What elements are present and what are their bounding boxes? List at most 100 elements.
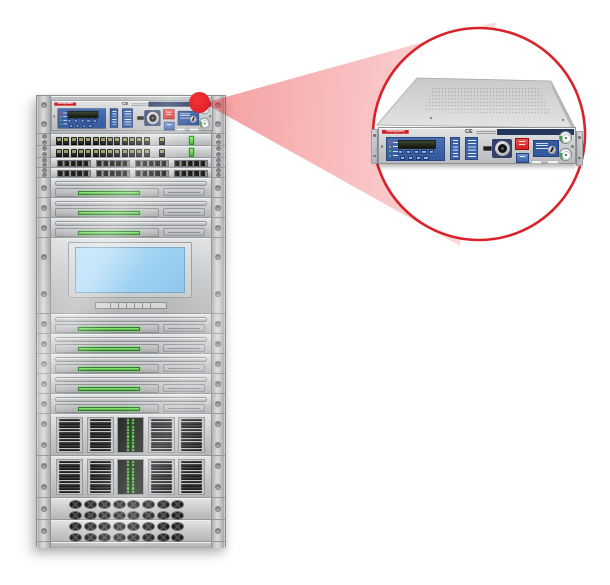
network-port [159, 149, 165, 157]
rack-unit-switch [37, 158, 225, 168]
pressure-gauge-bottom [559, 148, 572, 161]
server-front-bar [55, 228, 159, 237]
server-side-slot [163, 188, 205, 196]
drive-led [126, 428, 129, 432]
network-port [129, 149, 135, 157]
rack-unit-server [37, 314, 225, 334]
drive-led-row [120, 435, 141, 438]
drive-slat [150, 431, 172, 435]
rack-unit-server [37, 374, 225, 394]
rail-hole [41, 380, 47, 387]
drive-slat [150, 438, 172, 442]
drive-slat [59, 425, 80, 428]
rail-hole [41, 505, 47, 512]
key-switch [547, 145, 556, 154]
fan-grille [112, 521, 126, 531]
drive-led-column [117, 459, 144, 495]
drive-led [126, 460, 129, 464]
rail-hole [215, 400, 221, 407]
led-row [389, 150, 398, 153]
panel-highlight [379, 128, 575, 129]
led-row [59, 115, 67, 118]
rail-hole [41, 320, 47, 327]
drive-led-row [120, 474, 141, 477]
network-port [85, 149, 92, 157]
drive-slat [181, 490, 202, 494]
drive-slat [89, 441, 111, 445]
rail-hole [215, 204, 221, 211]
drive-slat [150, 445, 172, 448]
fan-grille [127, 532, 141, 542]
drive-slat [181, 435, 202, 438]
lid-screw [429, 116, 433, 120]
fan-grille [98, 532, 112, 542]
keypad-button [429, 150, 435, 155]
fan-grille [141, 532, 155, 542]
server-side-slot [163, 344, 205, 352]
brand-logo: Honeywell [54, 102, 77, 106]
server-side-slot [163, 404, 205, 412]
server-front-bar [55, 404, 159, 413]
rack-rail [37, 314, 51, 333]
card-slot [136, 115, 145, 121]
drive-slat [59, 445, 80, 448]
rack-rail [211, 334, 225, 353]
network-port [99, 149, 106, 157]
rack-rail [37, 178, 51, 197]
drive-slat [59, 487, 80, 490]
server-led-strip [78, 211, 140, 215]
connector-pad [492, 139, 512, 158]
rack-rail [211, 168, 225, 177]
drive-led [132, 448, 135, 451]
fan-grille [69, 521, 82, 531]
fan-grille [112, 510, 126, 520]
drive-led-row [120, 438, 141, 442]
drive-slat [59, 470, 80, 474]
drive-led [126, 422, 129, 425]
key-switch-panel [533, 140, 559, 157]
network-port [77, 137, 84, 145]
mini-label [176, 127, 186, 131]
mini-label [547, 160, 559, 164]
keypad-button [86, 119, 91, 123]
server-front-bar [55, 384, 159, 393]
drive-slat [59, 431, 80, 435]
rack-rail [37, 334, 51, 353]
fan-grille [69, 499, 82, 509]
rail-hole [215, 172, 221, 177]
drive-led [132, 460, 135, 464]
fan-grille [112, 499, 126, 509]
network-port [63, 137, 70, 145]
server-top-slot [55, 201, 207, 206]
network-port [107, 149, 114, 157]
rail-hole [41, 400, 47, 407]
drive-led [126, 425, 129, 428]
rail-hole [41, 158, 47, 163]
rail-hole [41, 102, 47, 109]
network-port [77, 149, 84, 157]
drive-slat [89, 425, 111, 428]
drive-slat [89, 431, 111, 435]
rail-hole [41, 441, 47, 448]
drive-slat [181, 425, 202, 428]
rack-rail [211, 542, 225, 548]
fan-grille [171, 532, 185, 542]
rail-hole [41, 527, 47, 534]
rack-rail [211, 146, 225, 157]
card-slot [483, 146, 492, 151]
network-port [143, 137, 150, 145]
keypad-button [400, 156, 406, 161]
fan-grille [83, 510, 97, 520]
status-led-column [389, 141, 398, 159]
rack-rail [211, 218, 225, 237]
fine-print-lines [131, 102, 148, 107]
led-row [59, 119, 67, 122]
drive-led [126, 480, 129, 483]
drive-led [126, 464, 129, 467]
drive-slat [59, 464, 80, 467]
drive-led-row [120, 467, 141, 470]
server-side-slot [163, 384, 205, 392]
keypad-button [423, 156, 429, 161]
drive-slat [59, 438, 80, 442]
rack-unit-fans [37, 498, 225, 520]
